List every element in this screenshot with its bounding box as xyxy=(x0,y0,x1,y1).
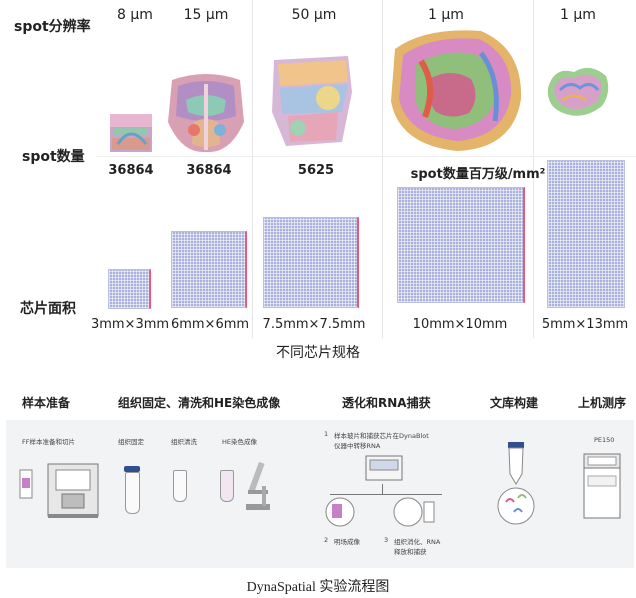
row-divider xyxy=(96,156,636,157)
label-fixation: 组织固定 xyxy=(118,436,144,446)
row-label-spot-count: spot数量 xyxy=(22,146,85,166)
row-label-chip-area: 芯片面积 xyxy=(20,298,76,318)
step-fix-wash-he: 组织固定、清洗和HE染色成像 xyxy=(118,394,280,411)
note1-number: 1 xyxy=(324,430,328,438)
chip-10x10 xyxy=(397,187,525,303)
area-col-2: 6mm×6mm xyxy=(168,317,252,332)
sequencer-label: PE150 xyxy=(594,436,614,444)
tissue-image-50um xyxy=(268,52,356,150)
tissue-image-8um xyxy=(110,114,152,152)
tissue-image-1um-a xyxy=(385,25,527,155)
he-slide-icon xyxy=(220,470,234,502)
chip-6x6 xyxy=(171,231,247,308)
note2-number: 2 xyxy=(324,536,328,544)
step-sequencing: 上机测序 xyxy=(578,394,626,411)
resolution-col-5: 1 μm xyxy=(528,7,628,23)
note3-line2: 释放和捕获 xyxy=(394,546,427,556)
note3-number: 3 xyxy=(384,536,388,544)
note1-line2: 仪器中转移RNA xyxy=(334,440,380,450)
arrow-up xyxy=(382,484,383,494)
resolution-col-4: 1 μm xyxy=(396,7,496,23)
step-sample-prep: 样本准备 xyxy=(22,394,70,411)
workflow-caption: DynaSpatial 实验流程图 xyxy=(0,576,636,596)
brightfield-imaging-icon xyxy=(322,496,362,528)
spot-count-col-4: spot数量百万级/mm² xyxy=(408,163,548,182)
microscope-icon xyxy=(240,456,274,512)
chip-5x13 xyxy=(547,160,625,308)
area-col-3: 7.5mm×7.5mm xyxy=(262,317,366,332)
spot-count-col-1: 36864 xyxy=(92,163,170,178)
area-col-4: 10mm×10mm xyxy=(408,317,512,332)
chip-7-5x7-5 xyxy=(263,217,359,308)
rna-capture-icon xyxy=(392,496,442,528)
tissue-image-15um xyxy=(164,70,248,154)
wash-slide-icon xyxy=(173,470,187,502)
column-divider xyxy=(252,0,253,338)
area-col-5: 5mm×13mm xyxy=(540,317,630,332)
sample-prep-label: FF样本准备和切片 xyxy=(22,436,75,446)
dynablot-device-icon xyxy=(364,452,404,482)
sequencer-icon xyxy=(580,450,624,522)
chip-3x3 xyxy=(108,269,151,309)
note2-text: 明场成像 xyxy=(334,536,360,546)
column-divider xyxy=(382,0,383,338)
cryostat-icon xyxy=(18,458,106,520)
resolution-col-3: 50 μm xyxy=(264,7,364,23)
note1-line1: 样本玻片和捕获芯片在DynaBlot xyxy=(334,430,429,440)
row-label-resolution: spot分辨率 xyxy=(14,16,91,36)
label-wash: 组织清洗 xyxy=(171,436,197,446)
step-library: 文库构建 xyxy=(490,394,538,411)
connector-line xyxy=(330,494,442,495)
label-he-imaging: HE染色成像 xyxy=(222,436,257,446)
spot-count-col-3: 5625 xyxy=(276,163,356,178)
tissue-image-1um-b xyxy=(544,62,612,122)
resolution-col-2: 15 μm xyxy=(156,7,256,23)
area-col-1: 3mm×3mm xyxy=(90,317,170,332)
library-tube-icon xyxy=(494,440,540,526)
note3-line1: 组织消化、RNA xyxy=(394,536,440,546)
spec-caption: 不同芯片规格 xyxy=(0,342,636,362)
spot-count-col-2: 36864 xyxy=(170,163,248,178)
step-permeabilize-capture: 透化和RNA捕获 xyxy=(342,394,431,411)
fixation-tube-icon xyxy=(125,472,140,514)
